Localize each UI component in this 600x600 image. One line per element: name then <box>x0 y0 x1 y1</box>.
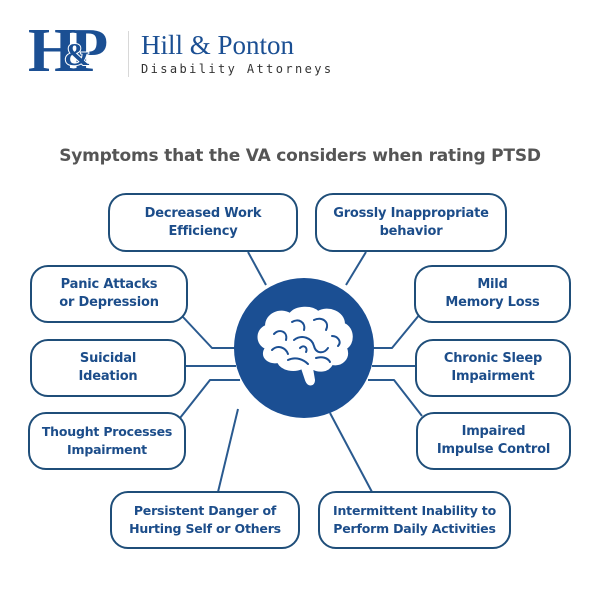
logo-monogram-letters: HP <box>28 17 108 85</box>
symptom-mild-memory-loss: Mild Memory Loss <box>414 265 571 323</box>
symptom-label: Persistent Danger of Hurting Self or Oth… <box>129 503 281 536</box>
logo-monogram: HP & <box>28 20 118 82</box>
connector-thought <box>179 379 240 419</box>
connector-impaired-impulse <box>368 379 423 417</box>
symptom-intermittent-inability: Intermittent Inability to Perform Daily … <box>318 491 511 549</box>
logo-divider <box>128 31 129 77</box>
symptom-panic-attacks-or-depression: Panic Attacks or Depression <box>30 265 188 323</box>
symptom-label: Chronic Sleep Impairment <box>443 351 543 384</box>
company-logo: HP & Hill & Ponton Disability Attorneys <box>28 20 334 82</box>
connector-grossly-inappropriate <box>345 251 367 286</box>
symptom-chronic-sleep-impairment: Chronic Sleep Impairment <box>415 339 571 397</box>
symptom-suicidal-ideation: Suicidal Ideation <box>30 339 186 397</box>
symptom-label: Suicidal Ideation <box>78 351 138 384</box>
logo-monogram-ampersand: & <box>63 35 92 73</box>
logo-wordmark: Hill & Ponton Disability Attorneys <box>141 31 334 77</box>
symptom-impaired-impulse-control: Impaired Impulse Control <box>416 412 571 470</box>
symptom-label: Mild Memory Loss <box>445 277 540 310</box>
brain-icon <box>257 306 353 386</box>
connector-decreased-work <box>247 251 267 286</box>
central-hub <box>234 278 374 418</box>
logo-firm-name: Hill & Ponton <box>141 30 295 60</box>
connector-mild-memory <box>370 313 421 349</box>
connector-panic <box>182 316 236 349</box>
symptom-label: Thought Processes Impairment <box>41 424 173 457</box>
symptom-label: Impaired Impulse Control <box>436 424 551 457</box>
symptom-thought-processes-impairment: Thought Processes Impairment <box>28 412 186 470</box>
symptom-grossly-inappropriate-behavior: Grossly Inappropriate behavior <box>315 193 507 252</box>
symptom-label: Grossly Inappropriate behavior <box>333 205 489 239</box>
connector-intermittent <box>329 412 373 493</box>
symptom-decreased-work-efficiency: Decreased Work Efficiency <box>108 193 298 252</box>
symptom-label: Decreased Work Efficiency <box>144 205 262 239</box>
symptom-label: Intermittent Inability to Perform Daily … <box>333 503 496 536</box>
symptom-label: Panic Attacks or Depression <box>59 277 159 310</box>
connector-persistent-danger <box>217 408 239 493</box>
diagram-title: Symptoms that the VA considers when rati… <box>59 146 541 166</box>
symptom-persistent-danger: Persistent Danger of Hurting Self or Oth… <box>110 491 300 549</box>
logo-firm-subtitle: Disability Attorneys <box>141 62 334 76</box>
